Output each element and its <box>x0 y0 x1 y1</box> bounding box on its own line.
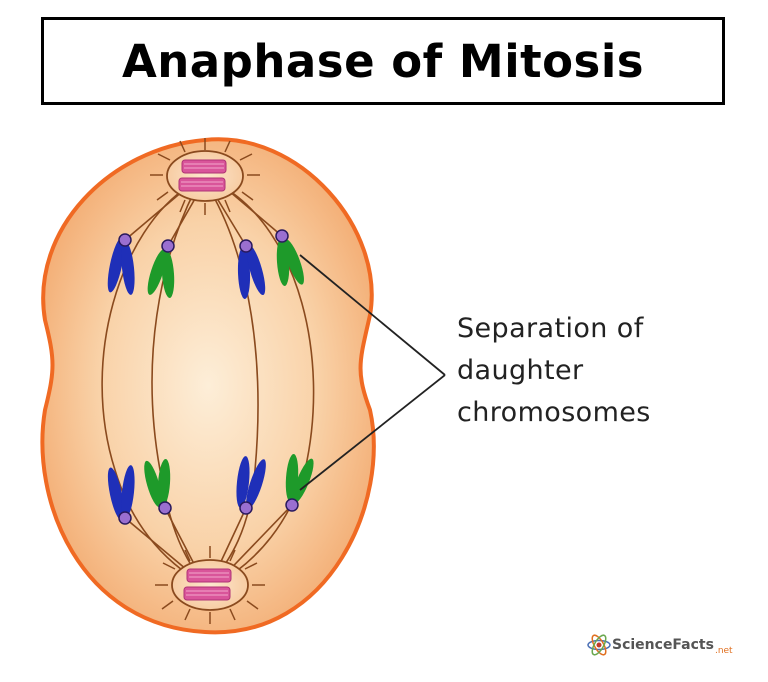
title-box: Anaphase of Mitosis <box>41 17 725 105</box>
centrosome-bottom <box>155 546 265 624</box>
callout-label: Separation of daughter chromosomes <box>457 308 737 434</box>
chromosome-bottom-3 <box>236 456 266 515</box>
chromosome-bottom-2 <box>144 459 172 515</box>
callout-line-2: daughter <box>457 355 584 386</box>
chromosome-top-2 <box>147 239 175 298</box>
atom-icon <box>587 634 611 656</box>
centrosome-top <box>150 138 260 215</box>
logo-suffix: .net <box>714 646 733 656</box>
chromosome-top-4 <box>275 229 304 286</box>
cell-membrane <box>40 137 376 635</box>
chromosome-bottom-4 <box>285 454 314 512</box>
sciencefacts-logo: ScienceFacts .net <box>586 632 733 658</box>
callout-line-1: Separation of <box>457 313 644 344</box>
chromosome-top-3 <box>237 239 266 299</box>
chromosome-bottom-1 <box>107 465 135 525</box>
chromosome-top-1 <box>107 233 135 295</box>
logo-name: ScienceFacts <box>612 637 714 653</box>
diagram-title: Anaphase of Mitosis <box>121 34 645 88</box>
callout-line-3: chromosomes <box>457 397 651 428</box>
centriole-pair-top <box>178 159 227 192</box>
callout-pointer <box>299 254 446 491</box>
centriole-pair-bottom <box>183 568 232 601</box>
